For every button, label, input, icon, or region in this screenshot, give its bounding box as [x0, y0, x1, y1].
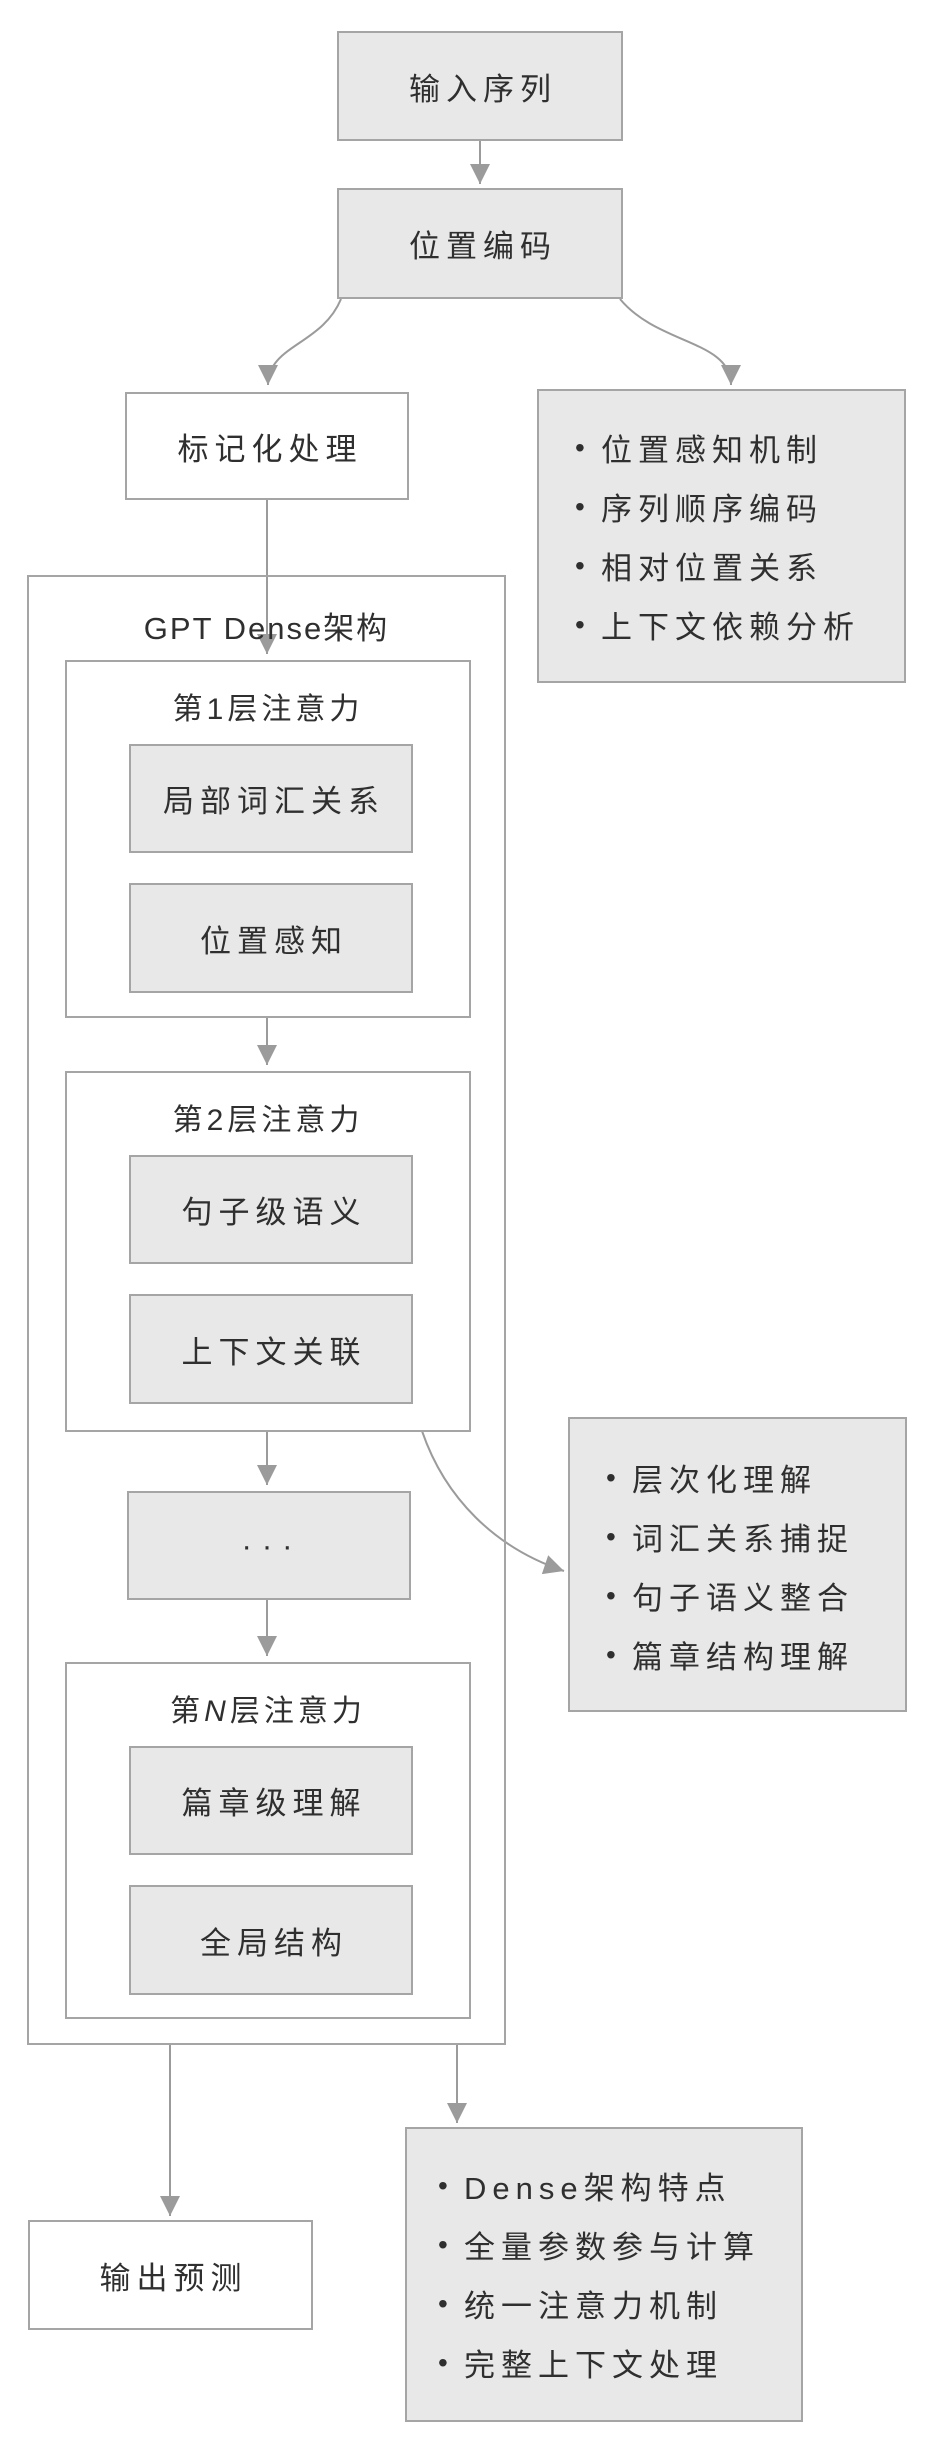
note-item: • 层次化理解 [606, 1448, 905, 1507]
note-box-dense-architecture: • Dense架构特点 • 全量参数参与计算 • 统一注意力机制 • 完整上下文处理 [405, 2127, 803, 2422]
node-context-association: 上下文关联 [129, 1294, 413, 1404]
layer-title-prefix: 第 [172, 693, 207, 726]
layer-title-number: 2 [206, 1104, 228, 1137]
note-text: 词汇关系捕捉 [632, 1522, 854, 1557]
bullet-icon: • [606, 1461, 616, 1493]
layerN-title: 第N层注意力 [67, 1686, 469, 1730]
note-box-hierarchical-understanding: • 层次化理解 • 词汇关系捕捉 • 句子语义整合 • 篇章结构理解 [568, 1417, 907, 1712]
layer-title-number: 1 [206, 693, 228, 726]
note-item: • 完整上下文处理 [438, 2333, 801, 2392]
container-layerN-attention: 第N层注意力 篇章级理解 全局结构 [65, 1662, 471, 2019]
container-layer2-attention: 第2层注意力 句子级语义 上下文关联 [65, 1071, 471, 1432]
note-text: 全量参数参与计算 [464, 2230, 760, 2265]
node-discourse-level-understanding: 篇章级理解 [129, 1746, 413, 1855]
node-global-structure: 全局结构 [129, 1885, 413, 1995]
arrow-position-encoding-to-position-notes [619, 298, 741, 386]
layer-title-suffix: 层注意力 [229, 1695, 366, 1728]
node-ellipsis: ··· [127, 1491, 411, 1600]
layer-title-number: N [204, 1695, 230, 1728]
container-layer1-attention: 第1层注意力 局部词汇关系 位置感知 [65, 660, 471, 1018]
note-text: 句子语义整合 [632, 1581, 854, 1616]
layer2-title: 第2层注意力 [67, 1095, 469, 1139]
note-text: 统一注意力机制 [464, 2289, 723, 2324]
node-output-prediction: 输出预测 [28, 2220, 313, 2330]
note-item: • 上下文依赖分析 [575, 595, 904, 654]
note-text: 完整上下文处理 [464, 2348, 723, 2383]
bullet-icon: • [438, 2287, 448, 2319]
note-item: • 位置感知机制 [575, 418, 904, 477]
arrow-position-encoding-to-tokenization [258, 298, 342, 386]
node-position-encoding: 位置编码 [337, 188, 623, 299]
bullet-icon: • [606, 1520, 616, 1552]
note-item: • 句子语义整合 [606, 1566, 905, 1625]
note-text: 序列顺序编码 [601, 492, 823, 527]
node-input-sequence: 输入序列 [337, 31, 623, 141]
note-text: 相对位置关系 [601, 551, 823, 586]
node-sentence-level-semantics: 句子级语义 [129, 1155, 413, 1264]
bullet-icon: • [575, 431, 585, 463]
layer-title-prefix: 第 [172, 1104, 207, 1137]
note-item: • 统一注意力机制 [438, 2274, 801, 2333]
note-item: • 序列顺序编码 [575, 477, 904, 536]
bullet-icon: • [575, 608, 585, 640]
layer-title-suffix: 层注意力 [227, 1104, 364, 1137]
node-local-lexical-relations: 局部词汇关系 [129, 744, 413, 853]
layer-title-suffix: 层注意力 [227, 693, 364, 726]
note-text: Dense架构特点 [464, 2171, 732, 2206]
note-item: • 全量参数参与计算 [438, 2215, 801, 2274]
node-position-awareness: 位置感知 [129, 883, 413, 993]
layer1-title: 第1层注意力 [67, 684, 469, 728]
note-item: • 篇章结构理解 [606, 1625, 905, 1684]
bullet-icon: • [438, 2169, 448, 2201]
note-box-position-encoding: • 位置感知机制 • 序列顺序编码 • 相对位置关系 • 上下文依赖分析 [537, 389, 906, 683]
layer-title-prefix: 第 [170, 1695, 205, 1728]
note-text: 上下文依赖分析 [601, 610, 860, 645]
note-item: • 相对位置关系 [575, 536, 904, 595]
note-text: 层次化理解 [632, 1463, 817, 1498]
bullet-icon: • [575, 549, 585, 581]
container-title: GPT Dense架构 [143, 611, 390, 646]
bullet-icon: • [575, 490, 585, 522]
note-text: 位置感知机制 [601, 433, 823, 468]
note-text: 篇章结构理解 [632, 1640, 854, 1675]
bullet-icon: • [438, 2228, 448, 2260]
note-item: • Dense架构特点 [438, 2156, 801, 2215]
node-tokenization: 标记化处理 [125, 392, 409, 500]
bullet-icon: • [438, 2346, 448, 2378]
container-gpt-dense: GPT Dense架构 第1层注意力 局部词汇关系 位置感知 第2层注意力 句子… [27, 575, 506, 2045]
bullet-icon: • [606, 1638, 616, 1670]
note-item: • 词汇关系捕捉 [606, 1507, 905, 1566]
bullet-icon: • [606, 1579, 616, 1611]
arrow-layer2-to-hierarchy-notes [421, 1430, 565, 1575]
